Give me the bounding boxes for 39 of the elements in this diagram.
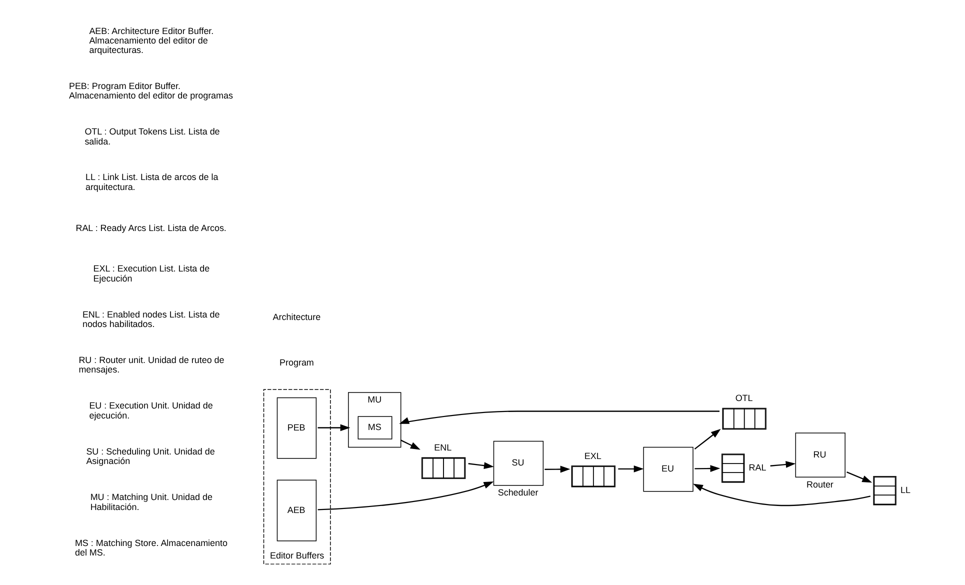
node-label: ENL bbox=[434, 442, 452, 453]
label: Architecture bbox=[272, 312, 321, 322]
label: MU : Matching Unit. Unidad de Habilitación. bbox=[90, 492, 212, 512]
label: EU : Execution Unit. Unidad de ejecución. bbox=[89, 400, 213, 420]
label: SU : Scheduling Unit. Unidad de Asignación bbox=[86, 446, 215, 466]
arrow bbox=[693, 484, 871, 506]
node-box: SU bbox=[493, 440, 544, 486]
node-box: AEB bbox=[276, 480, 317, 542]
node-label: LL bbox=[900, 484, 911, 495]
arrow bbox=[618, 465, 644, 472]
node-box: EU bbox=[643, 446, 694, 492]
label: AEB: Architecture Editor Buffer. Almacenamiento del editor de arquitecturas. bbox=[89, 26, 214, 56]
arrow bbox=[770, 461, 796, 468]
arrow bbox=[468, 462, 494, 469]
label: MS : Matching Store. Almacenamiento del MS. bbox=[74, 538, 228, 558]
arrow bbox=[544, 466, 570, 473]
node-box: PEB bbox=[276, 397, 317, 459]
label: RU : Router unit. Unidad de ruteo de mensajes. bbox=[78, 354, 224, 375]
arrow bbox=[694, 428, 721, 450]
label: RAL : Ready Arcs List. Lista de Arcos. bbox=[76, 222, 226, 233]
label: Program bbox=[280, 358, 314, 368]
arrow bbox=[318, 424, 350, 432]
label: ENL : Enabled nodes List. Lista de nodos habilitados. bbox=[82, 309, 220, 330]
arrow bbox=[846, 472, 872, 483]
label: EXL : Execution List. Lista de Ejecución bbox=[93, 264, 210, 284]
node-label: RAL bbox=[748, 462, 766, 472]
label: PEB: Program Editor Buffer. Almacenamiento del editor de programas bbox=[68, 80, 234, 101]
node-label: EXL bbox=[584, 450, 602, 461]
label: OTL : Output Tokens List. Lista de salida. bbox=[84, 126, 220, 146]
arrow bbox=[318, 482, 494, 510]
node-label: Scheduler bbox=[498, 488, 538, 498]
arrow bbox=[694, 465, 720, 472]
arrow bbox=[399, 410, 720, 424]
arrow bbox=[400, 440, 420, 450]
node-label: OTL bbox=[735, 393, 753, 404]
node-box: RU bbox=[795, 432, 846, 478]
node-box: MS bbox=[358, 416, 392, 440]
node-label: Router bbox=[806, 479, 834, 490]
label: LL : Link List. Lista de arcos de la arquitectura. bbox=[85, 172, 218, 192]
